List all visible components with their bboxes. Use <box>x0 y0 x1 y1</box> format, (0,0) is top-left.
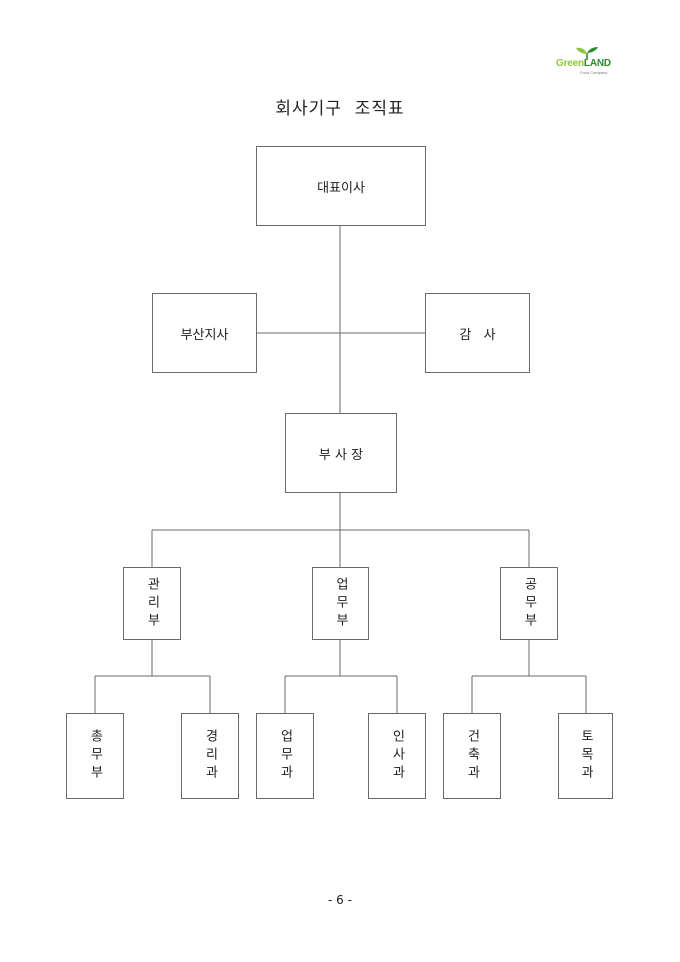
org-box-ceo: 대표이사 <box>256 146 426 226</box>
company-logo: GreenLAND Food Company <box>553 46 615 75</box>
org-label-audit: 감 사 <box>459 327 496 343</box>
org-label-accounting: 경리과 <box>202 729 218 783</box>
org-box-vice-president: 부 사 장 <box>285 413 397 493</box>
org-label-ceo: 대표이사 <box>317 180 365 196</box>
org-label-civil: 토목과 <box>578 729 593 783</box>
logo-wordmark: GreenLAND <box>556 58 611 69</box>
sprout-icon <box>576 47 598 60</box>
page-number: - 6 - <box>328 893 352 907</box>
org-label-business-dept: 업무부 <box>333 576 348 631</box>
logo-word-land: LAND <box>583 58 611 69</box>
org-box-business-section: 업무과 <box>256 713 314 799</box>
org-label-construction-dept: 공무부 <box>521 576 537 631</box>
org-label-personnel: 인사과 <box>389 729 405 783</box>
org-box-busan-branch: 부산지사 <box>152 293 257 373</box>
logo-subtitle: Food Company <box>580 70 608 75</box>
org-label-management-dept: 관리부 <box>144 576 160 631</box>
org-box-general-affairs: 총무부 <box>66 713 124 799</box>
org-box-civil: 토목과 <box>558 713 613 799</box>
org-box-audit: 감 사 <box>425 293 530 373</box>
logo-word-green: Green <box>556 58 584 69</box>
org-label-vice-president: 부 사 장 <box>318 447 364 463</box>
org-box-construction-dept: 공무부 <box>500 567 558 640</box>
org-label-business-section: 업무과 <box>277 729 293 783</box>
org-box-business-dept: 업무부 <box>312 567 369 640</box>
org-box-personnel: 인사과 <box>368 713 426 799</box>
page-title: 회사기구 조직표 <box>275 99 405 119</box>
org-box-accounting: 경리과 <box>181 713 239 799</box>
org-label-general-affairs: 총무부 <box>87 729 103 783</box>
org-label-busan-branch: 부산지사 <box>180 327 229 343</box>
org-label-architecture: 건축과 <box>464 729 480 783</box>
org-box-architecture: 건축과 <box>443 713 501 799</box>
org-box-management-dept: 관리부 <box>123 567 181 640</box>
